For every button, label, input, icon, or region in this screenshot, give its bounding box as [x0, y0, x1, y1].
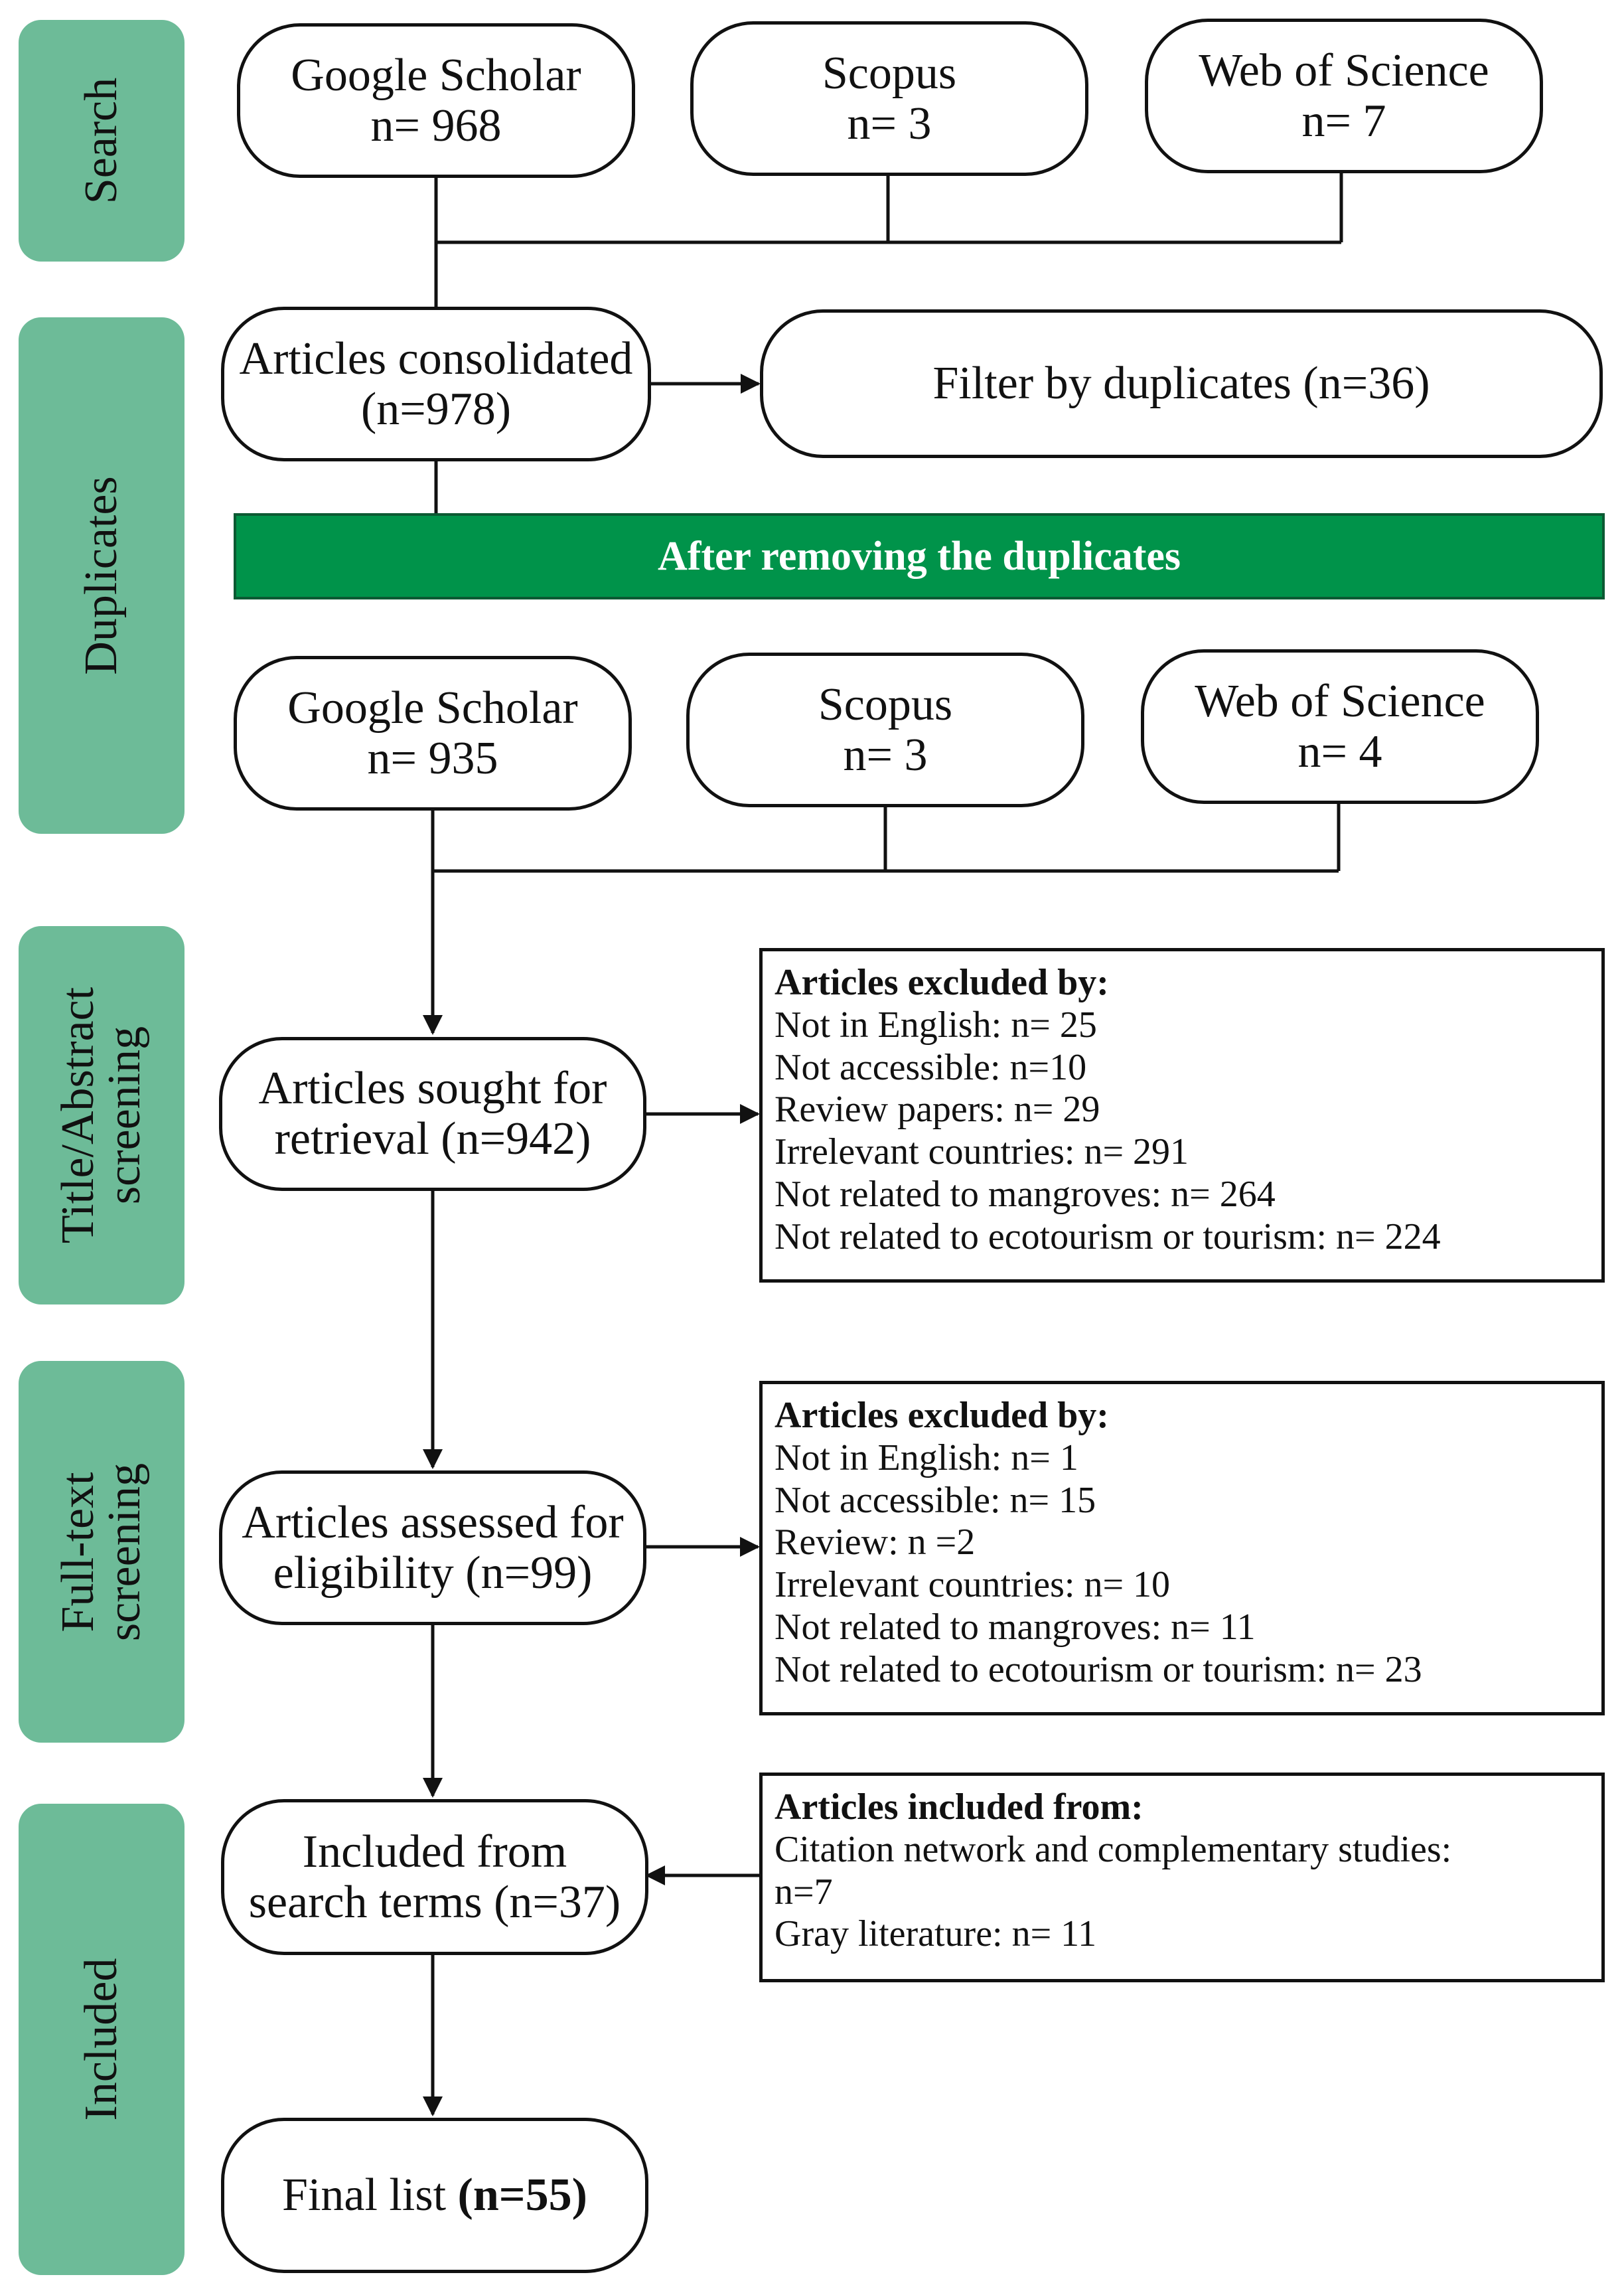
phase-search-label: Search [76, 77, 127, 204]
search-scopus: Scopus n= 3 [690, 21, 1088, 176]
phase-included-label: Included [76, 1958, 127, 2121]
included-from-search: Included from search terms (n=37) [221, 1799, 648, 1955]
dedup-web-of-science: Web of Science n= 4 [1141, 649, 1539, 804]
phase-title-abstract-label: Title/Abstract screening [52, 987, 150, 1244]
final-list-text: Final list (n=55) [282, 2170, 587, 2221]
articles-sought: Articles sought for retrieval (n=942) [219, 1037, 646, 1191]
filter-by-duplicates: Filter by duplicates (n=36) [760, 309, 1603, 458]
included-from-box: Articles included from: Citation network… [759, 1773, 1605, 1982]
excluded-box-1: Articles excluded by: Not in English: n=… [759, 948, 1605, 1283]
articles-consolidated: Articles consolidated (n=978) [221, 307, 651, 461]
phase-duplicates: Duplicates [19, 317, 185, 834]
dedup-google-scholar: Google Scholar n= 935 [234, 656, 632, 811]
phase-search: Search [19, 20, 185, 262]
dedup-scopus: Scopus n= 3 [686, 653, 1084, 807]
phase-duplicates-label: Duplicates [76, 476, 127, 675]
articles-assessed: Articles assessed for eligibility (n=99) [219, 1470, 646, 1625]
phase-fulltext: Full-text screening [19, 1361, 185, 1743]
phase-fulltext-label: Full-text screening [52, 1462, 150, 1641]
phase-title-abstract: Title/Abstract screening [19, 926, 185, 1304]
after-removing-duplicates-banner: After removing the duplicates [234, 513, 1605, 599]
phase-included: Included [19, 1804, 185, 2275]
excluded-box-2: Articles excluded by: Not in English: n=… [759, 1381, 1605, 1715]
final-list: Final list (n=55) [221, 2118, 648, 2273]
search-web-of-science: Web of Science n= 7 [1145, 19, 1543, 173]
search-google-scholar: Google Scholar n= 968 [237, 23, 635, 178]
